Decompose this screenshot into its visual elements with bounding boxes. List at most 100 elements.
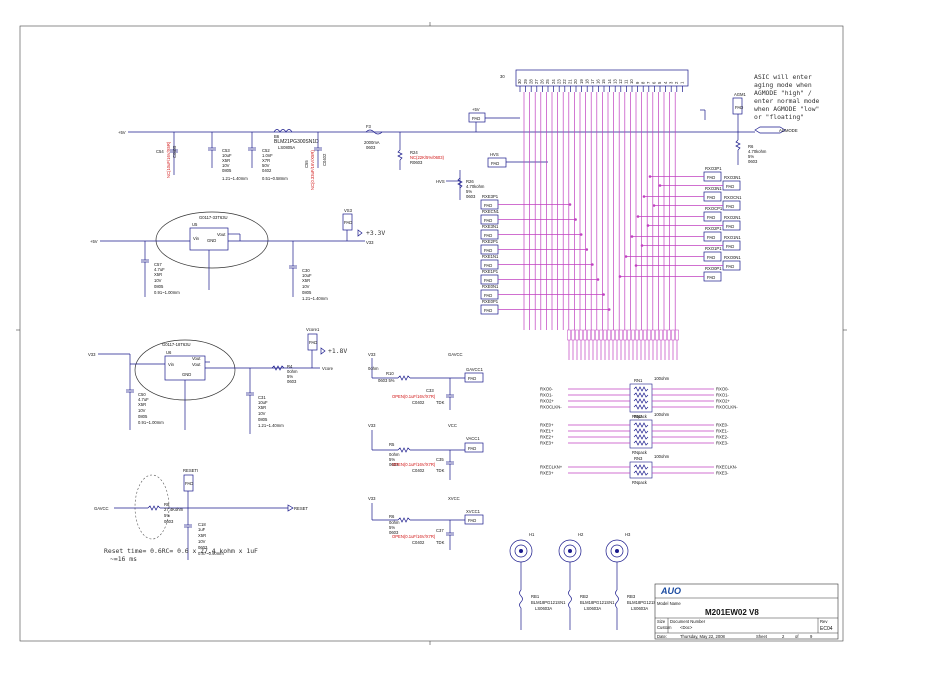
svg-text:C0402: C0402: [412, 540, 425, 545]
svg-text:0805: 0805: [258, 417, 268, 422]
svg-text:OPEN(0.1uF/16V/X7R): OPEN(0.1uF/16V/X7R): [392, 534, 436, 539]
svg-text:BLM21PG300SN1D: BLM21PG300SN1D: [274, 139, 319, 145]
svg-text:of: of: [795, 634, 799, 639]
junction-dot: [568, 203, 572, 206]
svg-text:TDK: TDK: [436, 468, 445, 473]
rpack-right-net: RXO2+: [716, 399, 730, 404]
c54r-value: NC(10uF/16V/X5R): [166, 141, 171, 178]
vcore-pad[interactable]: [307, 333, 318, 351]
rx-pad-ref: RXE0P1: [482, 299, 499, 304]
junction-dot: [624, 255, 628, 258]
agm1-label: AGM1: [734, 92, 747, 97]
hole-ref: H2: [578, 532, 584, 537]
r4-ref: R4: [287, 364, 293, 369]
connector-pin-number: 28: [528, 79, 533, 84]
doc-number: <Doc>: [680, 625, 693, 630]
rx-pad-ref: RXE2P1: [482, 239, 499, 244]
c33-ref: C33: [426, 388, 434, 393]
agmode-section: AGM1 PAD R6 4.70kohm 5% 0603 AGMODE: [700, 92, 798, 165]
hole-inner: [610, 544, 624, 558]
connector-pin-number: 4: [663, 81, 668, 84]
svg-text:PAD: PAD: [309, 340, 317, 345]
svg-text:Vout: Vout: [192, 362, 201, 367]
bus-terminal: [671, 329, 675, 341]
r6-ref: R6: [748, 144, 754, 149]
svg-text:0402: 0402: [262, 168, 272, 173]
rpack-package: RNpack: [632, 450, 648, 455]
svg-text:PAD: PAD: [468, 376, 476, 381]
rx-pad-ref: RXE1N1: [482, 254, 499, 259]
v33-pad[interactable]: [342, 213, 353, 231]
rpack-left-net: RXE2+: [540, 435, 554, 440]
hole-inner: [563, 544, 577, 558]
c30-ref: C30: [302, 268, 310, 273]
svg-text:X5R: X5R: [302, 278, 310, 283]
xvcc-pad[interactable]: [464, 514, 484, 525]
bus-terminal: [667, 329, 671, 341]
reset-pad[interactable]: [183, 474, 194, 492]
junction-dot: [596, 278, 600, 281]
svg-text:V33: V33: [368, 496, 376, 501]
junction-dot: [630, 235, 634, 238]
c37-ref: C37: [436, 528, 444, 533]
agmode-port[interactable]: [754, 126, 786, 134]
bus-terminal: [583, 329, 587, 341]
svg-text:Custom: Custom: [657, 625, 672, 630]
svg-text:0ohm: 0ohm: [389, 520, 400, 525]
svg-text:NC(0.33uF/16V/X5R): NC(0.33uF/16V/X5R): [310, 150, 315, 190]
f3-ref: F3: [366, 124, 372, 129]
connector-pin-number: 25: [545, 79, 550, 84]
p33v-label: +3.3V: [366, 229, 385, 237]
rpack-body: [629, 461, 653, 479]
connector-pin-count: 30: [500, 74, 505, 79]
connector-pin-number: 15: [601, 79, 606, 84]
rpack-resistor: [633, 386, 649, 392]
p5v-pad[interactable]: [468, 112, 486, 123]
connector-pin-number: 7: [646, 81, 651, 84]
svg-text:4.7uF: 4.7uF: [154, 267, 165, 272]
rpack-right-net: RXE3-: [716, 471, 729, 476]
bus-terminal: [639, 329, 643, 341]
svg-text:OPEN(0.1uF/16V/X7R): OPEN(0.1uF/16V/X7R): [392, 462, 436, 467]
sheet-total: 9: [810, 634, 813, 639]
r7-ref: 0ohm: [368, 366, 379, 371]
bus-terminal: [595, 329, 599, 341]
rpack-value: 100ohm: [654, 376, 670, 381]
bus-terminal: [591, 329, 595, 341]
rx-pad-ref: RXE3P1: [482, 194, 499, 199]
svg-text:0ohm: 0ohm: [389, 452, 400, 457]
agm1-pad[interactable]: [732, 97, 743, 115]
rx-pad-ref: RXO2P1: [705, 226, 722, 231]
svg-text:10V: 10V: [302, 284, 310, 289]
vacc-pad[interactable]: [464, 442, 484, 453]
svg-text:0603: 0603: [748, 159, 758, 164]
rx-net-label: PAD: [726, 184, 734, 189]
svg-text:aging mode when: aging mode when: [754, 81, 812, 89]
svg-text:X5R: X5R: [154, 272, 162, 277]
svg-text:X5R: X5R: [258, 405, 266, 410]
svg-text:5%: 5%: [164, 513, 170, 518]
svg-text:C0402: C0402: [412, 468, 425, 473]
svg-text:enter normal mode: enter normal mode: [754, 97, 820, 105]
v18-label: +1.8V: [328, 347, 347, 355]
r26-ref: R26: [466, 179, 474, 184]
connector-pin-number: 5: [657, 81, 662, 84]
bus-terminal: [571, 329, 575, 341]
reset-port[interactable]: [287, 504, 294, 512]
svg-text:GND: GND: [207, 238, 216, 243]
bus-terminal: [599, 329, 603, 341]
c55-ref: C55: [304, 160, 309, 168]
svg-text:Vout: Vout: [192, 356, 201, 361]
connector-body: [515, 69, 689, 87]
gavcc-pad[interactable]: [464, 372, 484, 383]
hvs-pad[interactable]: [487, 157, 507, 168]
svg-text:Date:: Date:: [657, 634, 667, 639]
asic-note: ASIC will enter aging mode when AGMODE "…: [754, 73, 820, 121]
